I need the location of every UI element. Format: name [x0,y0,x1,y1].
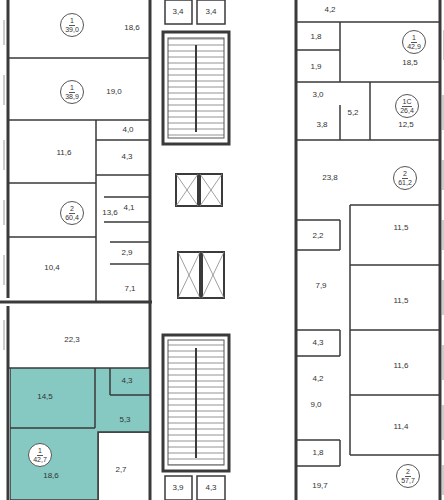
room-area: 19,0 [105,88,123,96]
room-count: 2 [69,205,75,213]
room-area: 4,3 [121,377,132,385]
apartment-fill [10,368,150,500]
room-area: 5,3 [119,416,130,424]
stair-divider [195,348,197,458]
apartment-area: 38,9 [64,93,80,100]
apartment-area: 26,4 [399,107,415,114]
room-area: 10,4 [43,264,61,272]
partition-wall [8,22,440,500]
room-area: 2,2 [311,232,324,240]
service-room [165,0,192,24]
room-area: 7,9 [314,282,327,290]
room-area: 11,6 [393,362,410,370]
room-count: 1 [69,84,75,92]
staircase [168,340,224,465]
highlighted-apartment: 14,5 4,3 5,3 18,6 142,7 [10,368,150,500]
apartment-badge: 142,7 [28,443,52,467]
room-area: 2,7 [114,466,127,474]
room-count: 1 [37,447,43,455]
room-area: 11,4 [393,423,410,431]
stair-core-wall [163,335,229,471]
partition-wall [10,368,150,428]
room-count: 2 [402,170,408,178]
room-area: 22,3 [63,336,81,344]
service-room [197,476,225,500]
room-area: 12,5 [397,121,415,129]
room-area: 14,5 [37,393,53,401]
room-area: 18,6 [43,472,59,480]
room-count: 1 [411,34,417,42]
room-area: 1,9 [309,63,322,71]
room-area: 11,5 [393,297,410,305]
room-area: 18,6 [123,24,141,32]
room-area: 3,8 [315,121,328,129]
apartment-area: 61,2 [397,179,413,186]
room-area: 23,8 [321,174,339,182]
apartment-badge: 1С26,4 [395,94,419,118]
room-area: 3,9 [171,484,184,492]
room-area: 7,1 [123,285,136,293]
room-count: 2 [405,468,411,476]
apartment-area: 42,7 [32,456,48,463]
apartment-badge: 261,2 [393,166,417,190]
apartment-area: 39,0 [64,26,80,33]
room-area: 4,3 [311,339,324,347]
room-area: 11,6 [56,149,73,157]
staircase [168,38,224,138]
room-area: 4,2 [323,6,336,14]
apartment-badge: 257,7 [396,464,420,488]
room-area: 4,0 [121,126,134,134]
room-area: 9,0 [309,401,322,409]
apartment-area: 42,9 [406,43,422,50]
stair-core-wall [163,32,229,144]
room-count: 1С [402,98,413,106]
apartment-badge: 260,4 [60,201,84,225]
room-area: 4,3 [120,153,133,161]
apartment-badge: 142,9 [402,30,426,54]
room-count: 1 [69,17,75,25]
service-room [197,0,225,24]
room-area: 19,7 [311,482,329,490]
apartment-shape [10,368,150,500]
room-area: 11,5 [393,224,410,232]
stair-divider [195,45,197,132]
room-area: 1,8 [309,33,322,41]
room-area: 4,2 [311,375,324,383]
room-area: 4,1 [122,204,135,212]
apartment-badge: 139,0 [60,13,84,37]
service-room [165,476,192,500]
apartment-area: 57,7 [400,477,416,484]
room-area: 4,3 [204,484,217,492]
apartment-badge: 138,9 [60,80,84,104]
room-area: 3,4 [171,8,184,16]
room-area: 2,9 [120,249,133,257]
elevator-cross [176,174,224,298]
room-area: 5,2 [346,109,359,117]
room-area: 3,4 [204,8,217,16]
room-area: 3,0 [311,91,324,99]
room-area: 1,8 [311,449,324,457]
room-area: 13,6 [101,209,119,217]
room-area: 18,5 [401,59,419,67]
apartment-area: 60,4 [64,214,80,221]
